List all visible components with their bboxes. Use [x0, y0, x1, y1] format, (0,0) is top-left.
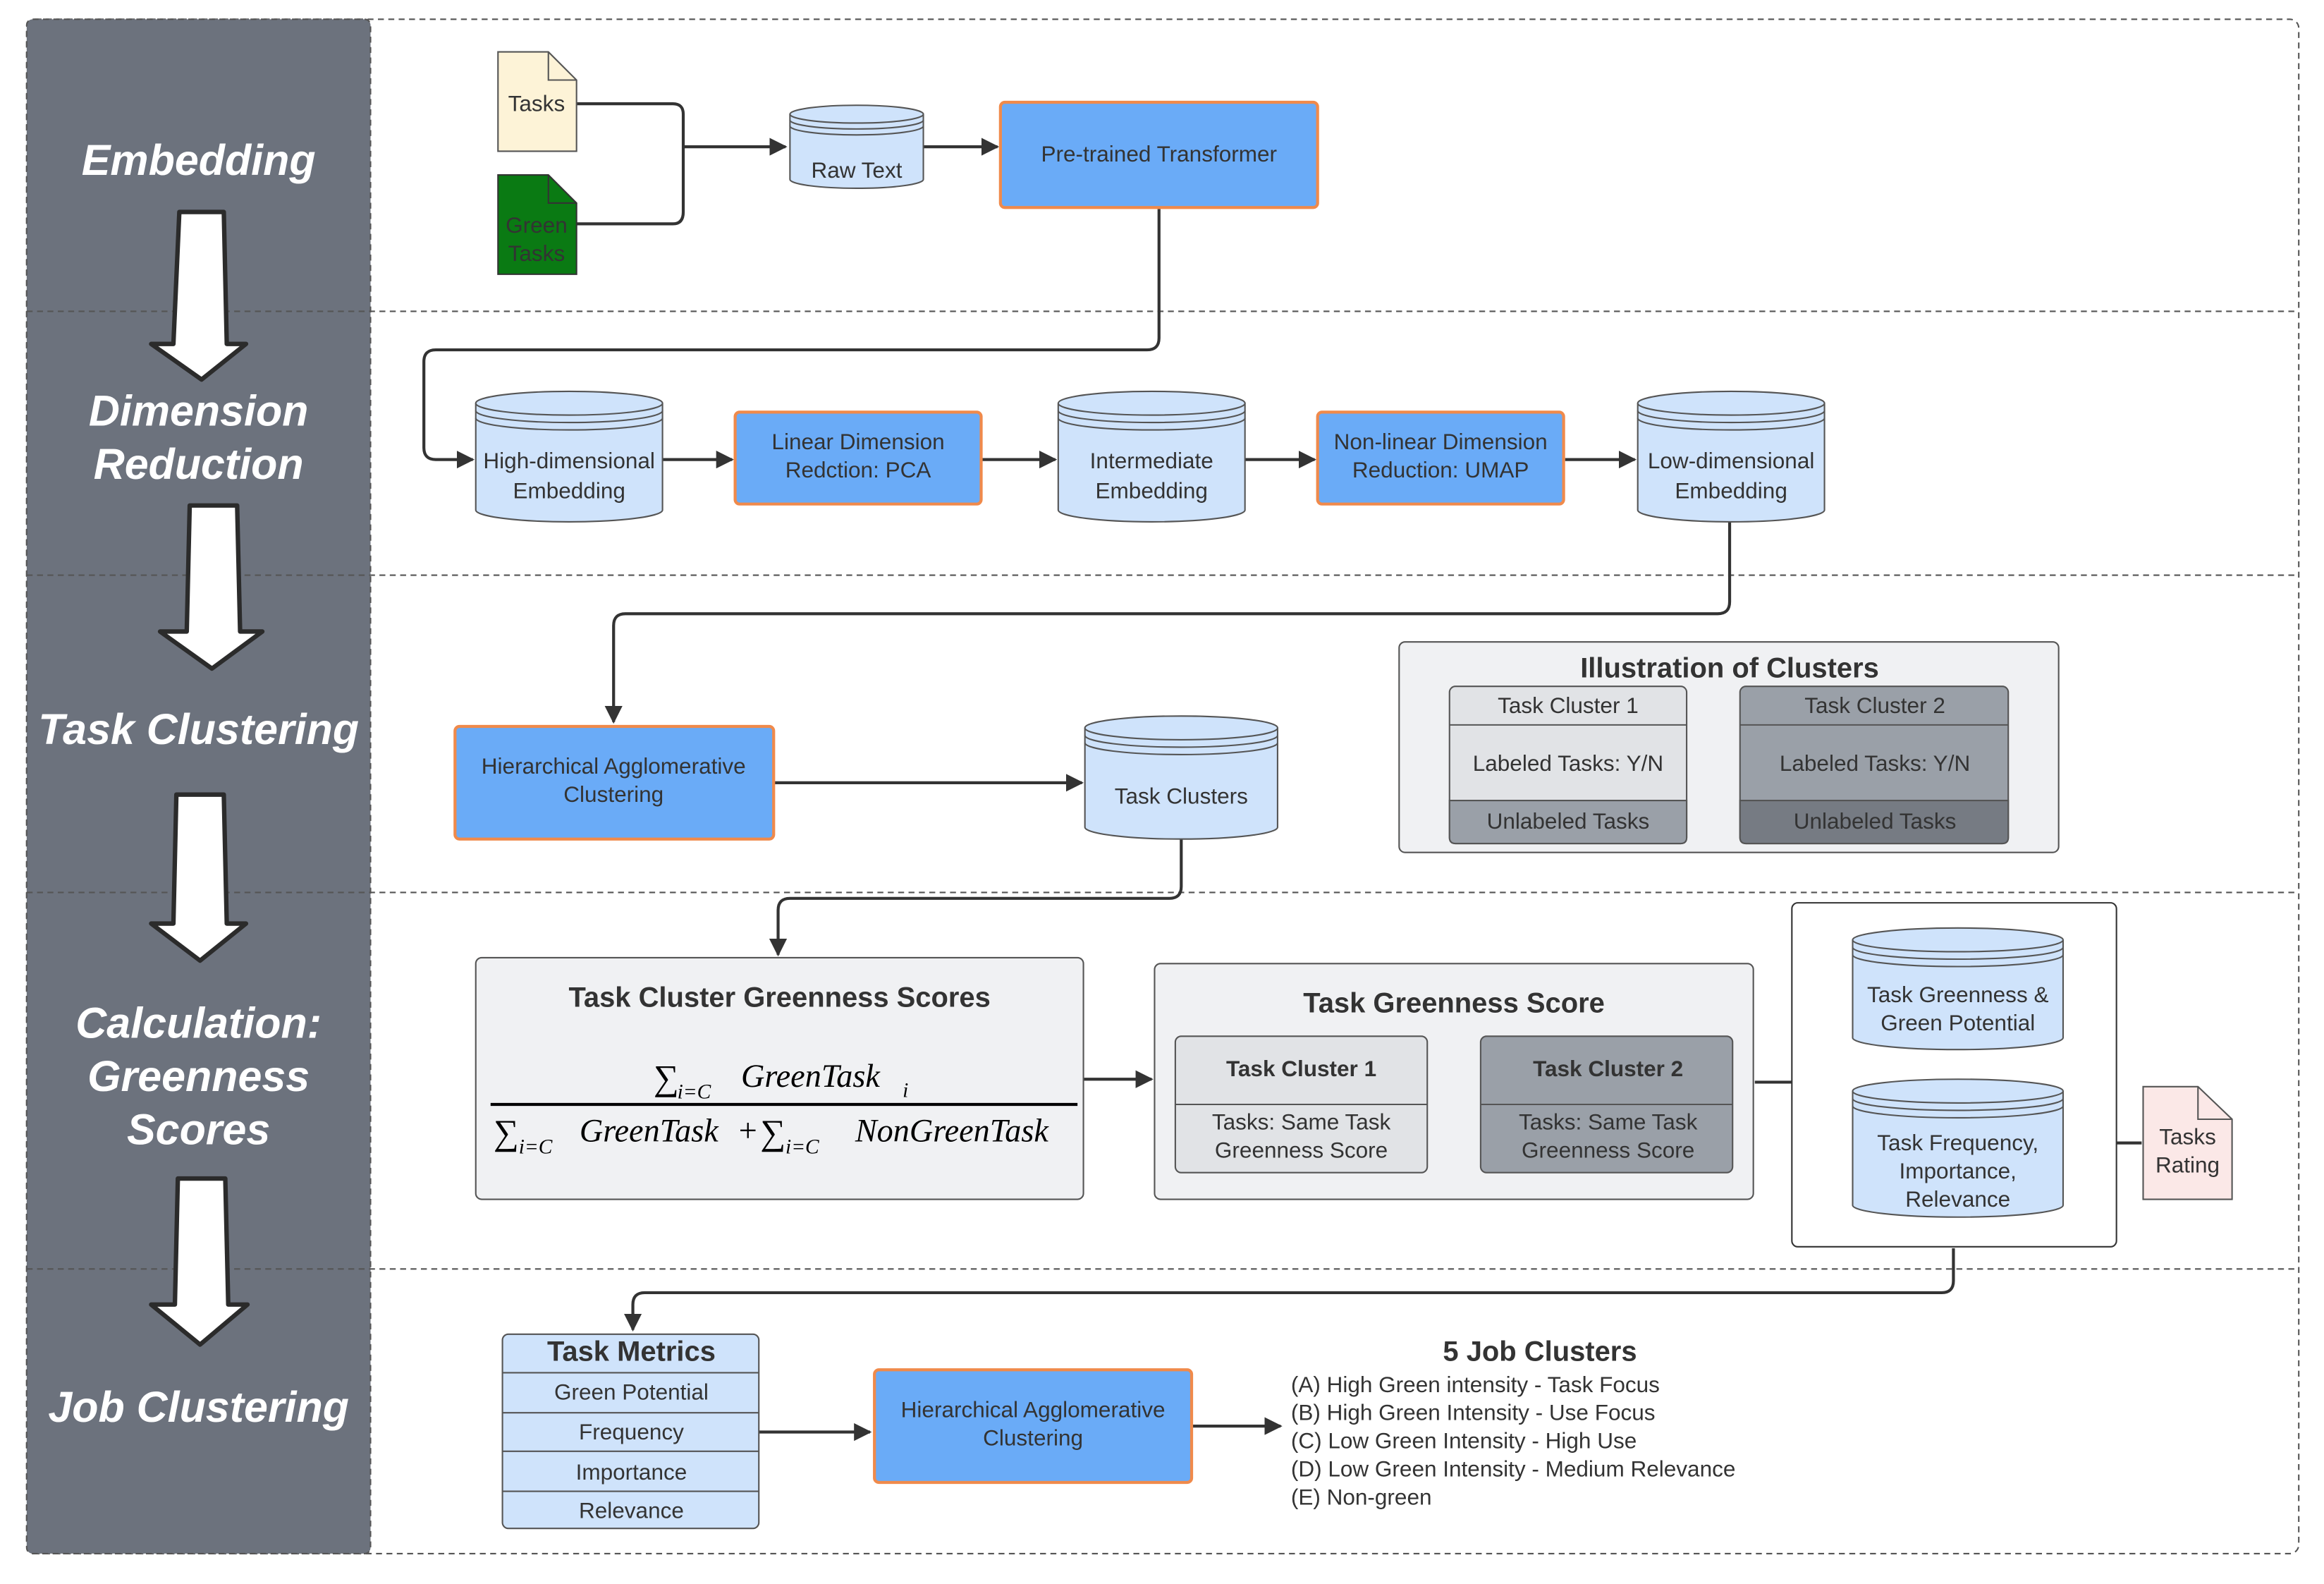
job-cluster-item: (D) Low Green Intensity - Medium Relevan… — [1291, 1456, 1736, 1482]
job-cluster-item: (E) Non-green — [1291, 1485, 1432, 1510]
score-cluster-1-name: Task Cluster 1 — [1226, 1056, 1376, 1081]
task-metrics-title: Task Metrics — [547, 1336, 716, 1367]
task-score-title: Task Greenness Score — [1303, 988, 1605, 1019]
illustration-title: Illustration of Clusters — [1580, 653, 1879, 684]
metric-row: Green Potential — [554, 1379, 709, 1404]
illustration-cluster-1-name: Task Cluster 1 — [1498, 693, 1639, 718]
formula-plus: + — [737, 1114, 759, 1150]
illustration-cluster-1-labeled: Labeled Tasks: Y/N — [1473, 750, 1663, 776]
metric-row: Importance — [576, 1459, 687, 1485]
lane-dividers — [26, 310, 2299, 1270]
frequency-label: Task Frequency,Importance,Relevance — [1877, 1130, 2038, 1212]
task-score-panel: Task Greenness Score Task Cluster 1 Task… — [1154, 963, 1754, 1200]
illustration-cluster-1: Task Cluster 1 Labeled Tasks: Y/N Unlabe… — [1448, 686, 1688, 845]
formula-numerator: GreenTask — [741, 1059, 881, 1095]
formula-sub: i=C — [785, 1135, 819, 1158]
job-clusters-list: 5 Job Clusters (A) High Green intensity … — [1291, 1336, 1736, 1510]
job-cluster-item: (A) High Green intensity - Task Focus — [1291, 1372, 1660, 1397]
task-metrics-table: Task Metrics Green Potential Frequency I… — [501, 1333, 760, 1530]
formula-sub: i=C — [519, 1135, 553, 1158]
illustration-cluster-2-labeled: Labeled Tasks: Y/N — [1780, 750, 1970, 776]
illustration-panel: Illustration of Clusters Task Cluster 1 … — [1398, 641, 2060, 853]
tasks-document: Tasks — [497, 51, 577, 152]
frequency-store: Task Frequency,Importance,Relevance — [1852, 1078, 2065, 1218]
down-arrow-icon — [149, 1176, 250, 1347]
tasks-doc-label: Tasks — [508, 91, 565, 116]
cluster-scores-panel: Task Cluster Greenness Scores ∑ i=C Gree… — [475, 956, 1084, 1200]
task-clusters-label: Task Clusters — [1115, 783, 1248, 808]
stage-label-task-clustering: Task Clustering — [38, 705, 359, 753]
stage-label-job-clustering: Job Clustering — [48, 1383, 349, 1431]
raw-text-store: Raw Text — [789, 104, 924, 189]
metric-row: Relevance — [579, 1497, 684, 1523]
illustration-cluster-1-unlabeled: Unlabeled Tasks — [1487, 808, 1650, 834]
illustration-cluster-2-name: Task Cluster 2 — [1804, 693, 1945, 718]
formula-sum: ∑ — [654, 1058, 679, 1097]
job-cluster-item: (C) Low Green Intensity - High Use — [1291, 1428, 1637, 1454]
cluster-scores-title: Task Cluster Greenness Scores — [568, 982, 990, 1013]
stage-arrows — [149, 209, 265, 1347]
job-cluster-item: (B) High Green Intensity - Use Focus — [1291, 1400, 1656, 1425]
green-potential-store: Task Greenness &Green Potential — [1852, 927, 2065, 1051]
illustration-cluster-2-unlabeled: Unlabeled Tasks — [1794, 808, 1957, 834]
stage-label-embedding: Embedding — [82, 136, 316, 184]
formula-sub: i=C — [678, 1081, 711, 1104]
down-arrow-icon — [149, 792, 249, 963]
transformer-label: Pre-trained Transformer — [1041, 141, 1277, 166]
metric-row: Frequency — [579, 1419, 684, 1444]
raw-text-label: Raw Text — [811, 157, 902, 183]
down-arrow-icon — [149, 209, 249, 382]
illustration-cluster-2: Task Cluster 2 Labeled Tasks: Y/N Unlabe… — [1739, 686, 2010, 845]
down-arrow-icon — [157, 503, 265, 671]
score-cluster-2-name: Task Cluster 2 — [1533, 1056, 1683, 1081]
formula-index: i — [903, 1079, 908, 1102]
formula-den-green: GreenTask — [580, 1114, 719, 1150]
formula-sum: ∑ — [494, 1113, 519, 1152]
job-clusters-title: 5 Job Clusters — [1443, 1336, 1637, 1367]
green-potential-label: Task Greenness &Green Potential — [1867, 982, 2049, 1035]
greenness-formula: ∑ i=C GreenTask i ∑ i=C GreenTask + ∑ i=… — [490, 1058, 1078, 1158]
formula-den-nongreen: NonGreenTask — [855, 1114, 1049, 1150]
task-clusters-store: Task Clusters — [1084, 715, 1278, 840]
formula-sum: ∑ — [760, 1113, 785, 1152]
transformer-process: Pre-trained Transformer — [998, 100, 1319, 209]
stage-sidebar — [25, 18, 372, 1554]
